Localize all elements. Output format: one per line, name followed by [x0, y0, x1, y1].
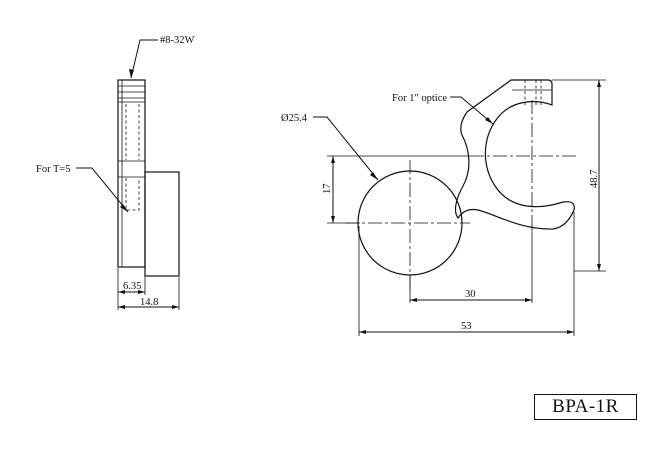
diameter-leader [313, 116, 379, 181]
dim-arrow [331, 156, 335, 163]
optic-leader-arrow [485, 117, 493, 124]
side-view: #8-32W For T=5 6.35 14.8 [36, 35, 194, 310]
part-number: BPA-1R [552, 396, 619, 417]
diameter-label: Ø25.4 [281, 113, 308, 124]
dim-arrow [138, 290, 145, 294]
dim-arrow [172, 305, 179, 309]
part-number-box: BPA-1R [534, 394, 637, 420]
dim-arrow [567, 330, 574, 334]
thread-leader-arrow [129, 69, 134, 78]
dim-vertical-small-value: 17 [322, 184, 333, 195]
thread-label: #8-32W [160, 35, 194, 46]
dim-outer-value: 14.8 [140, 297, 158, 308]
dim-height-value: 48.7 [589, 170, 600, 188]
thread-leader [130, 39, 158, 79]
optic-note: For 1" optice [392, 93, 447, 104]
diameter-leader-arrow [370, 172, 378, 180]
dim-arrow [525, 298, 532, 302]
optic-leader [450, 96, 494, 125]
dim-center-spacing-value: 30 [465, 289, 476, 300]
thickness-leader-arrow [120, 204, 128, 212]
dim-arrow [597, 80, 601, 87]
front-view: 17 48.7 30 53 Ø25.4 For 1" optice [281, 79, 606, 336]
dim-inner-value: 6.35 [123, 281, 141, 292]
dim-arrow [359, 330, 366, 334]
dim-arrow [597, 264, 601, 271]
dim-arrow [118, 305, 125, 309]
side-hidden-slot [125, 178, 140, 211]
front-part-outline [454, 79, 575, 230]
thickness-leader [76, 167, 129, 213]
dim-overall-width-value: 53 [461, 321, 472, 332]
thickness-note: For T=5 [36, 164, 71, 175]
dim-arrow [118, 290, 125, 294]
dim-arrow [331, 216, 335, 223]
dim-arrow [410, 298, 417, 302]
side-step-outline [144, 171, 180, 277]
